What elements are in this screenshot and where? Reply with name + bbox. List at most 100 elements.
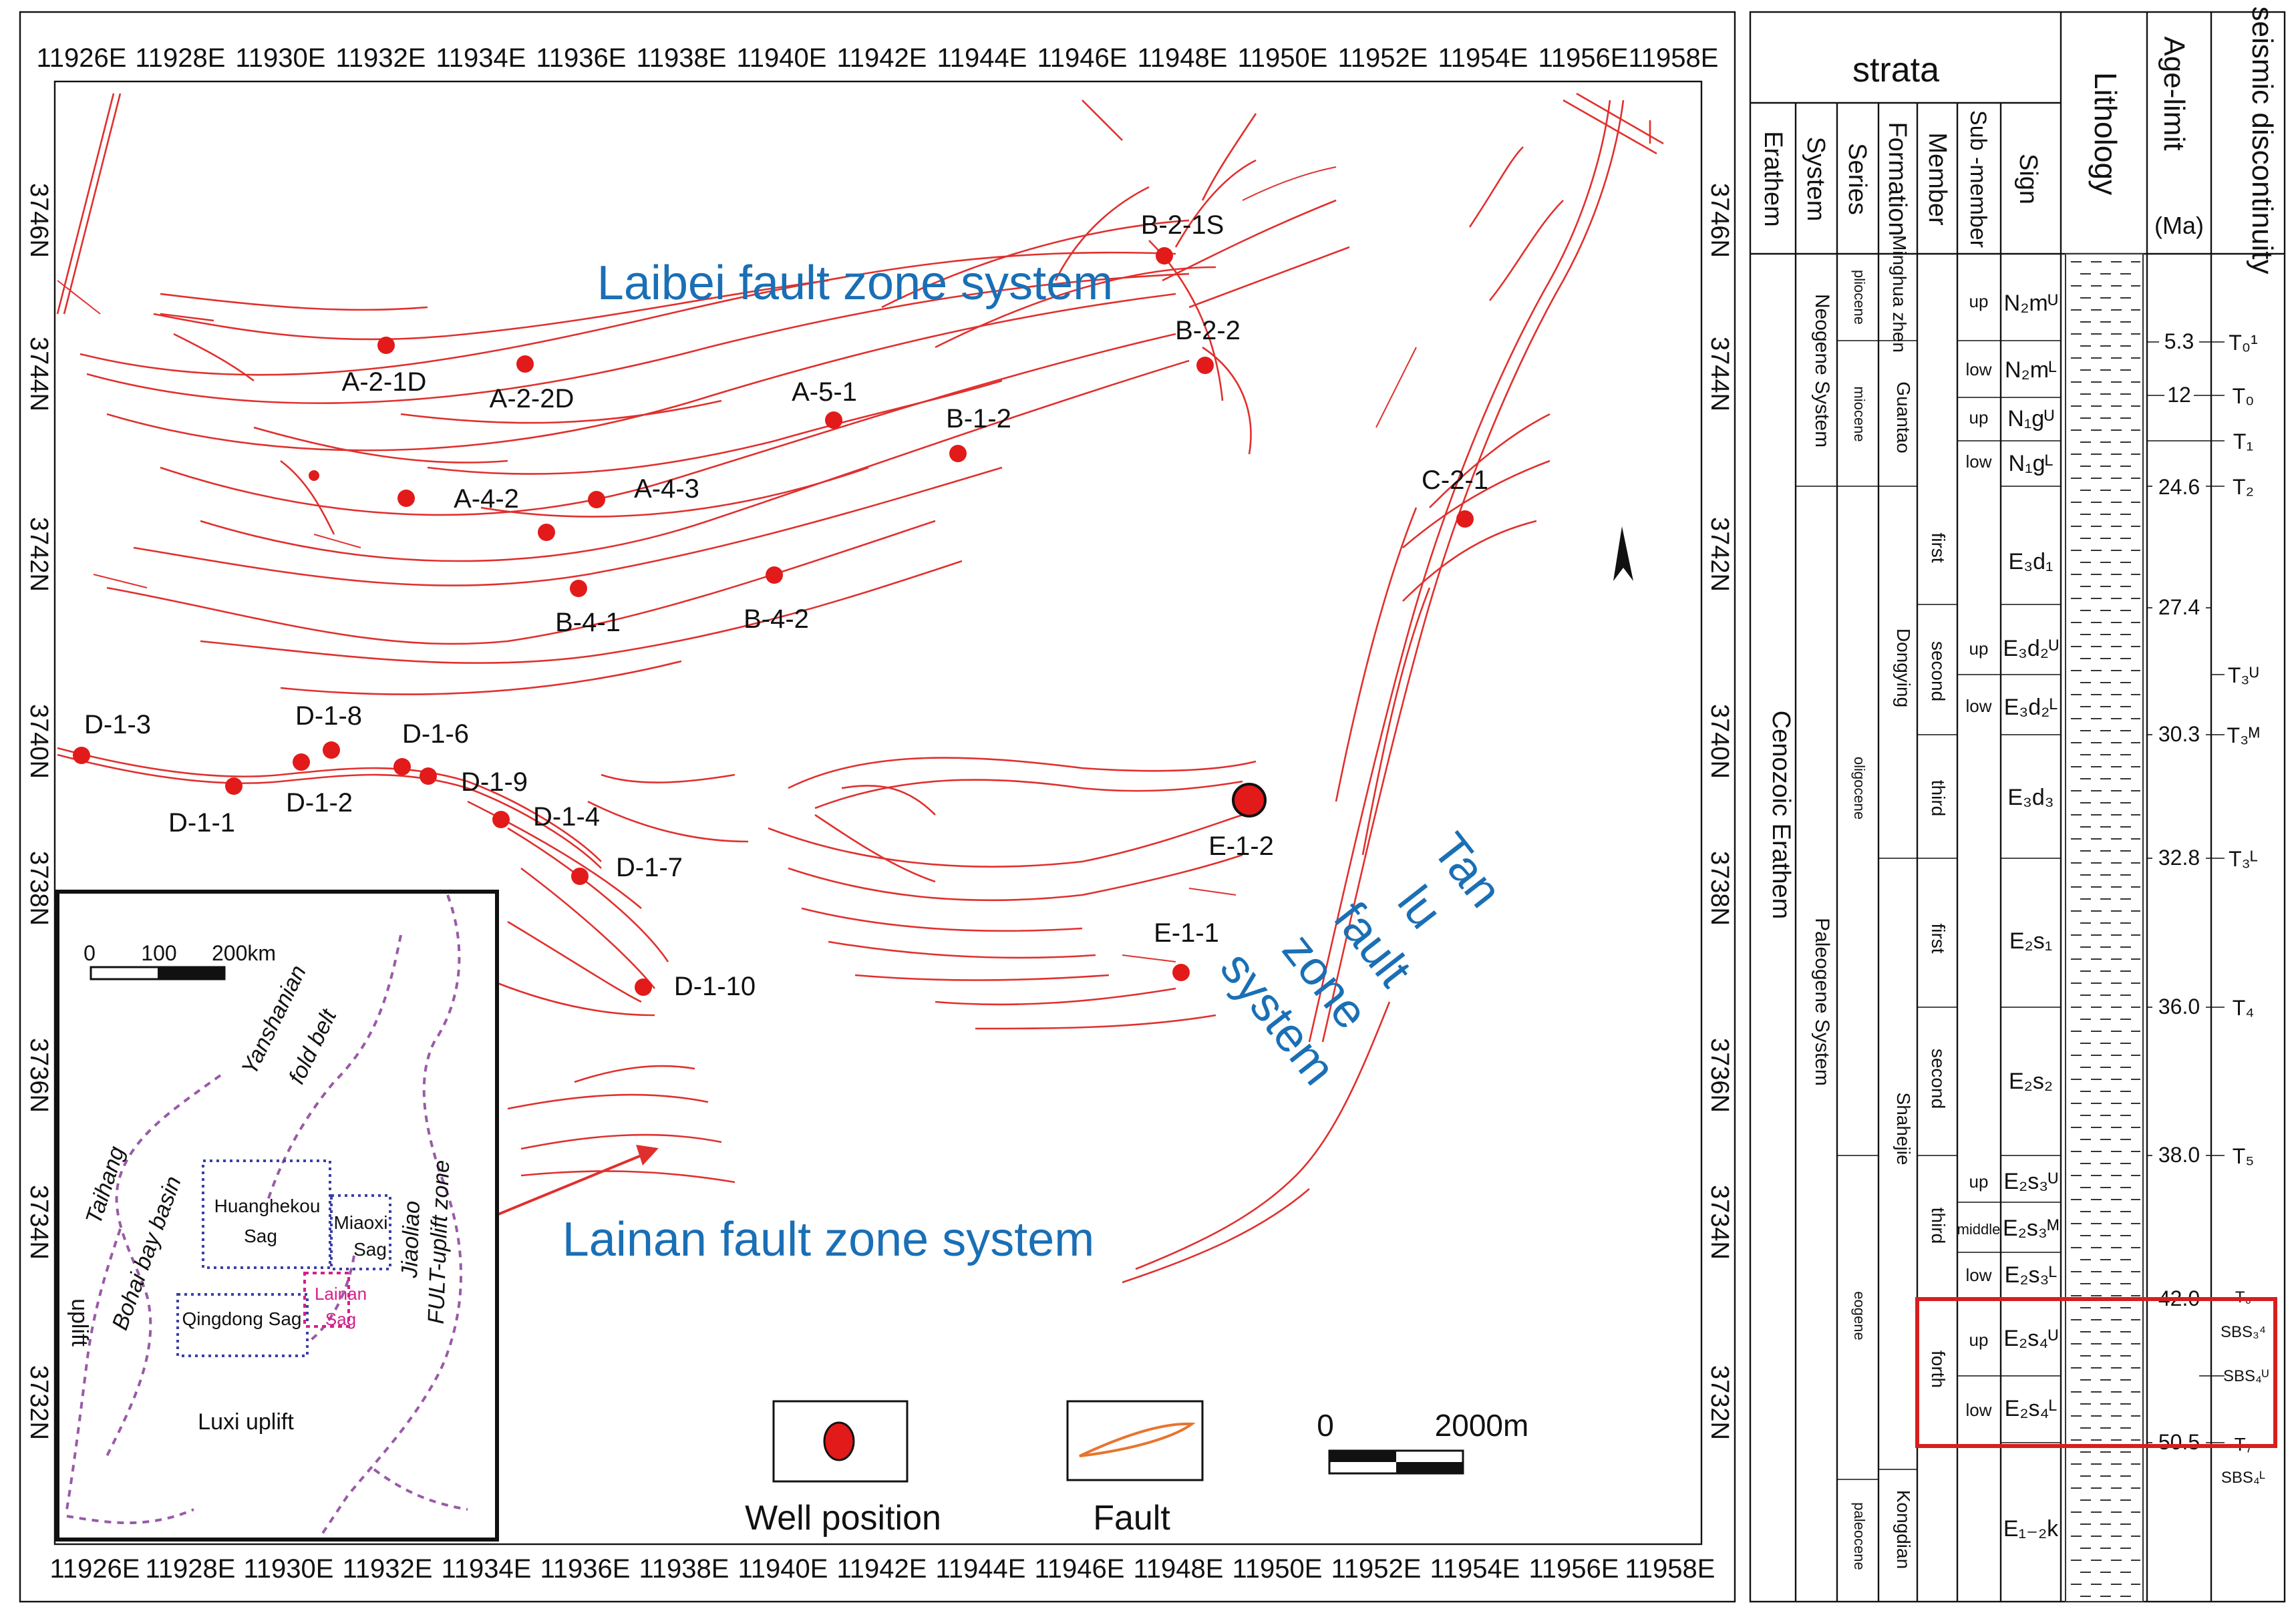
well-D-1-6[interactable]: D-1-6 — [393, 719, 469, 775]
lithology-column — [2065, 253, 2144, 1602]
member-label: third — [1928, 780, 1949, 816]
zone-labels: Laibei fault zone system Lainan fault zo… — [562, 256, 1512, 1266]
lat-label: 3732N — [25, 1365, 53, 1440]
well-D-1-4[interactable]: D-1-4 — [492, 802, 600, 832]
well-label: A-2-2D — [490, 384, 575, 413]
member-labels: first second third first second third fo… — [1928, 532, 1949, 1388]
sign-label: E₂s₂ — [2009, 1069, 2053, 1094]
header-submember: Sub -member — [1965, 110, 1991, 248]
lon-label: 11950E — [1238, 43, 1328, 73]
submember-label: up — [1969, 639, 1989, 659]
header-system: System — [1802, 137, 1830, 222]
header-lithology: Lithology — [2088, 72, 2123, 195]
well-label: D-1-9 — [461, 767, 528, 797]
age-label: 50.5 — [2158, 1430, 2200, 1454]
sign-label: N₂mᵁ — [2004, 291, 2058, 316]
inset-scale-label: 0 — [84, 941, 96, 965]
submember-label: up — [1969, 1172, 1989, 1192]
well-A-4-2[interactable]: A-4-2 — [397, 484, 519, 514]
well-C-2-1[interactable]: C-2-1 — [1422, 466, 1488, 528]
lat-label: 3744N — [25, 337, 53, 411]
well-D-1-7[interactable]: D-1-7 — [571, 853, 683, 885]
lat-label: 3738N — [1705, 851, 1734, 926]
well-A-4-3[interactable]: A-4-3 — [538, 474, 699, 541]
well-B-4-2[interactable]: B-4-2 — [744, 566, 809, 634]
well-D-1-10[interactable]: D-1-10 — [635, 972, 756, 1001]
lon-label: 11954E — [1438, 43, 1528, 73]
sign-label: E₂s₃ᴹ — [2003, 1216, 2059, 1241]
submember-labels: up low up low up low up middle low up lo… — [1957, 291, 2001, 1420]
well-E-1-2[interactable]: E-1-2 — [1208, 783, 1274, 861]
lat-label: 3736N — [1705, 1038, 1734, 1113]
inset-scale-label: 100 — [141, 941, 176, 965]
well-B-4-1[interactable]: B-4-1 — [555, 580, 621, 637]
seismic-label: T₀¹ — [2229, 331, 2257, 355]
lon-label: 11940E — [737, 43, 827, 73]
lon-label: 11942E — [837, 43, 927, 73]
well-A-2-2D[interactable]: A-2-2D — [490, 355, 575, 413]
lon-label: 11938E — [637, 43, 727, 73]
strata-title: strata — [1852, 51, 1939, 89]
seismic-label: T₃ᵁ — [2228, 663, 2259, 687]
seismic-label: SBS₄ᵁ — [2223, 1367, 2269, 1385]
seismic-label: T₃ᴹ — [2227, 723, 2260, 747]
lat-labels-left: 3746N 3744N 3742N 3740N 3738N 3736N 3734… — [25, 183, 53, 1440]
lon-label: 11952E — [1338, 43, 1428, 73]
well-B-1-2[interactable]: B-1-2 — [946, 404, 1011, 462]
well-E-1-1[interactable]: E-1-1 — [1154, 918, 1219, 981]
age-label: 5.3 — [2164, 329, 2194, 353]
well-label: B-4-1 — [555, 608, 621, 637]
lon-label: 11958E — [1625, 1554, 1715, 1584]
submember-label: low — [1965, 696, 1991, 716]
lon-label: 11956E — [1538, 43, 1629, 73]
lat-label: 3740N — [25, 704, 53, 779]
series-label: eogene — [1851, 1291, 1868, 1340]
seismic-label: T₃ᴸ — [2229, 847, 2258, 871]
lon-label: 11944E — [937, 43, 1027, 73]
member-label: first — [1928, 532, 1949, 562]
series-label: pliocene — [1851, 270, 1868, 325]
lon-label: 11932E — [343, 1554, 433, 1584]
inset-region-label: FULT-uplift zone — [424, 1159, 455, 1324]
lainan-sag-box — [303, 1272, 350, 1328]
well-B-2-2[interactable]: B-2-2 — [1175, 316, 1241, 374]
lon-label: 11938E — [639, 1554, 729, 1584]
sign-label: E₂s₄ᵁ — [2003, 1326, 2058, 1351]
lon-labels-top: 11926E 11928E 11930E 11932E 11934E 11936… — [37, 43, 1719, 73]
sign-label: E₃d₃ — [2007, 785, 2054, 810]
age-label: 38.0 — [2158, 1143, 2200, 1167]
well-D-1-2[interactable]: D-1-2 — [286, 753, 353, 818]
well-A-5-1[interactable]: A-5-1 — [792, 377, 857, 429]
lat-label: 3738N — [25, 851, 53, 926]
legend: Well position Fault — [745, 1400, 1204, 1538]
formation-label: Dongying — [1893, 628, 1914, 707]
well-B-2-1S[interactable]: B-2-1S — [1141, 210, 1224, 264]
strata-column: strata Erathem System Series Formation M… — [1749, 6, 2286, 1603]
well-D-1-9[interactable]: D-1-9 — [420, 767, 528, 797]
submember-label: low — [1965, 452, 1991, 472]
seismic-label: T₁ — [2233, 429, 2253, 454]
well-label: E-1-2 — [1208, 832, 1274, 861]
submember-label: low — [1965, 1400, 1991, 1420]
laibei-zone-label: Laibei fault zone system — [597, 256, 1113, 310]
series-label: miocene — [1851, 386, 1868, 441]
member-label: second — [1928, 1049, 1949, 1109]
well-D-1-8[interactable]: D-1-8 — [295, 701, 362, 759]
header-ma: (Ma) — [2154, 212, 2204, 239]
seismic-label: T₄ — [2233, 996, 2255, 1020]
well-label: D-1-8 — [295, 701, 362, 731]
inset-region-label: Jiaoliao — [397, 1200, 425, 1279]
lat-label: 3746N — [1705, 183, 1734, 258]
well-label: D-1-2 — [286, 788, 353, 818]
submember-label: up — [1969, 291, 1989, 311]
lon-label: 11930E — [244, 1554, 334, 1584]
tanlu-word: lu — [1387, 876, 1453, 938]
well-D-1-1[interactable]: D-1-1 — [168, 777, 242, 838]
sign-label: E₂s₁ — [2009, 928, 2052, 954]
header-sign: Sign — [2014, 154, 2042, 204]
well-A-2-1D[interactable]: A-2-1D — [342, 337, 427, 397]
well-marker — [309, 470, 319, 481]
lat-label: 3734N — [25, 1185, 53, 1260]
well-D-1-3[interactable]: D-1-3 — [73, 710, 151, 764]
inset-sag-label: Sag — [353, 1239, 387, 1260]
